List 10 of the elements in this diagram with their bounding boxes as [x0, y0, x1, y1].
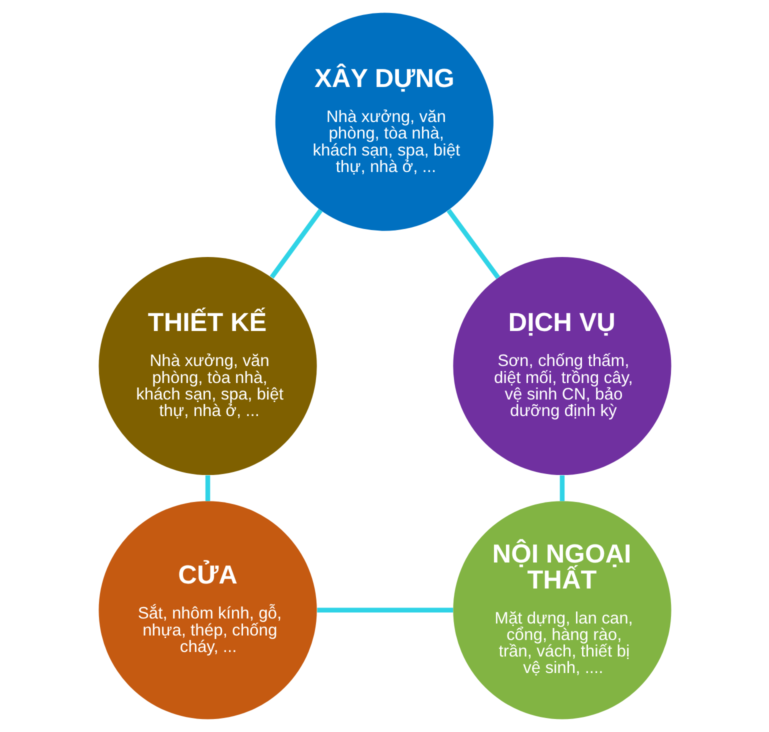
- node-circle: THIẾT KẾ Nhà xưởng, văn phòng, tòa nhà, khách sạn, spa, biệt thự, nhà ở, ...: [98, 256, 316, 476]
- node-circle: DỊCH VỤ Sơn, chống thấm, diệt mối, trồng cây, vệ sinh CN, bảo dưỡng định kỳ: [452, 256, 671, 476]
- connector: [269, 208, 322, 279]
- node-circle: CỬA Sắt, nhôm kính, gỗ, nhựa, thép, chống cháy, ...: [98, 501, 316, 720]
- connector: [204, 475, 210, 502]
- connector: [316, 608, 453, 613]
- node-circle: NỘI NGOẠI THẤT Mặt dựng, lan can, cổng, hàng rào, trần, vách, thiết bị vệ sinh, ....: [452, 501, 671, 720]
- connector: [559, 475, 564, 502]
- node-circle: XÂY DỰNG Nhà xưởng, văn phòng, tòa nhà, khách sạn, spa, biệt thự, nhà ở, ...: [274, 12, 493, 231]
- connector: [446, 208, 500, 280]
